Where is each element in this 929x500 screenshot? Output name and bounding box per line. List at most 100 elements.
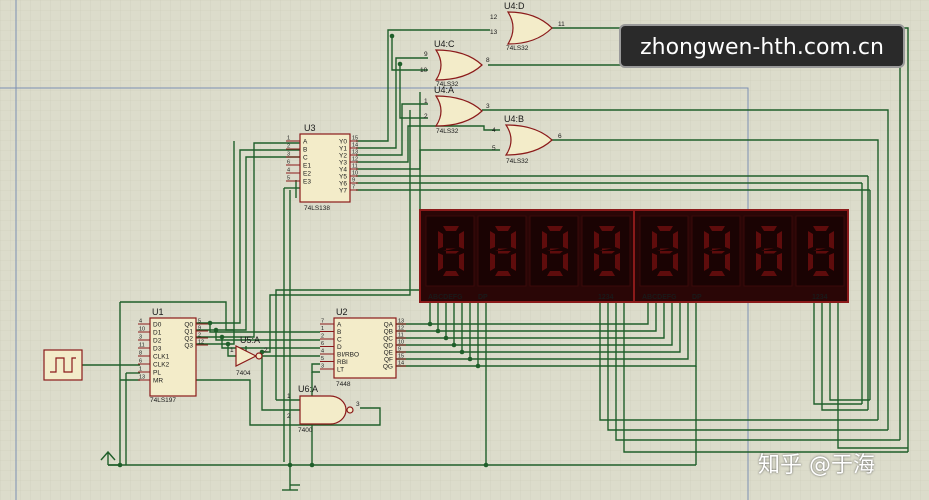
- display-segment: [459, 231, 464, 249]
- u3-pin-number: 6: [287, 160, 290, 166]
- display-segment: [495, 226, 511, 231]
- u3-pin-number: 14: [352, 143, 358, 149]
- u3-pin-label: Y5: [339, 174, 347, 181]
- u1-pin-number: 6: [139, 359, 142, 365]
- u2-pin-label: QA: [384, 322, 394, 329]
- display-segment: [709, 271, 725, 276]
- u2-pin-number: 6: [321, 341, 324, 347]
- gate-u4c-pin-out: 8: [486, 57, 490, 64]
- gate-u6a-pin-in-1: 1: [287, 393, 291, 400]
- display-segment: [777, 253, 782, 271]
- u3-pin-label: B: [303, 147, 307, 154]
- display-segment: [490, 231, 495, 249]
- display-segment: [547, 271, 563, 276]
- u3-pin-number: 7: [352, 185, 355, 191]
- chip-u3-part: 74LS138: [304, 205, 330, 212]
- gate-u4b-pin-in-2: 5: [492, 145, 496, 152]
- u3-pin-number: 2: [287, 144, 290, 150]
- gate-u4d[interactable]: U4:D 74LS32 12 13 11: [490, 1, 565, 52]
- gate-u4d-pin-out: 11: [558, 21, 565, 28]
- display-segment: [725, 231, 730, 249]
- display-segment-label: ABCDEFG: [642, 294, 677, 301]
- u3-pin-label: Y7: [339, 188, 347, 195]
- u1-pin-label: Q0: [184, 322, 193, 329]
- u2-pin-number: 12: [398, 326, 404, 332]
- u2-pin-number: 1: [321, 326, 324, 332]
- sheet-border: [0, 0, 749, 500]
- u3-pin-label: Y3: [339, 160, 347, 167]
- u2-pin-label: B: [337, 329, 341, 336]
- gate-u4b[interactable]: U4:B 74LS32 4 5 6: [492, 114, 562, 165]
- u3-pin-label: Y4: [339, 167, 347, 174]
- display-segment: [657, 271, 673, 276]
- u3-pin-number: 10: [352, 171, 358, 177]
- display-segment: [709, 226, 725, 231]
- gate-u4a[interactable]: U4:A 74LS32 1 2 3: [424, 85, 490, 135]
- u2-pin-number: 13: [398, 319, 404, 325]
- u2-pin-label: QF: [384, 357, 393, 364]
- display-segment: [777, 231, 782, 249]
- u2-pin-label: A: [337, 322, 342, 329]
- display-segment: [599, 271, 615, 276]
- display-segment: [547, 248, 563, 254]
- gate-u4c[interactable]: U4:C 74LS32 9 10 8: [420, 39, 490, 88]
- wires: [82, 27, 909, 486]
- u2-pin-number: 5: [321, 356, 324, 362]
- u2-pin-label: D: [337, 344, 342, 351]
- chip-u1-part: 74LS197: [150, 397, 176, 404]
- display-segment: [761, 248, 777, 254]
- author-credit: 知乎 @于海: [758, 453, 875, 478]
- gate-u4a-part: 74LS32: [436, 128, 459, 135]
- display-segment: [704, 253, 709, 271]
- u2-pin-label: QG: [383, 364, 393, 371]
- display-segment: [657, 248, 673, 254]
- gate-u4a-pin-in-2: 2: [424, 113, 428, 120]
- display-segment: [495, 248, 511, 254]
- gate-u5a[interactable]: U5:A 7404 1 2: [230, 335, 268, 377]
- u2-pin-number: 11: [398, 333, 404, 339]
- display-segment: [511, 231, 516, 249]
- u1-pin-number: 3: [139, 335, 142, 341]
- display-segment: [459, 253, 464, 271]
- display-segment: [495, 271, 511, 276]
- display-segment: [813, 226, 829, 231]
- display-segment: [673, 253, 678, 271]
- gate-u6a[interactable]: U6:A 7400 1 2 3: [287, 384, 360, 434]
- display-segment: [808, 253, 813, 271]
- chip-u3-name: U3: [304, 123, 316, 133]
- gate-u4d-pin-in-2: 13: [490, 29, 498, 36]
- u3-pin-label: E1: [303, 163, 311, 170]
- u1-pin-label: D0: [153, 322, 162, 329]
- u2-pin-number: 15: [398, 354, 404, 360]
- clock-source[interactable]: [43, 349, 83, 381]
- u1-pin-label: D1: [153, 330, 162, 337]
- display-segment: [547, 226, 563, 231]
- chip-u2-name: U2: [336, 307, 348, 317]
- u3-pin-number: 13: [352, 150, 358, 156]
- gate-u6a-name: U6:A: [298, 384, 318, 394]
- display-segment: [542, 231, 547, 249]
- u2-pin-number: 9: [398, 347, 401, 353]
- gate-u5a-pin-in: 1: [230, 347, 234, 354]
- u1-pin-number: 13: [139, 375, 145, 381]
- u1-pin-label: MR: [153, 378, 163, 385]
- u1-pin-label: D2: [153, 338, 162, 345]
- u1-pin-number: 12: [198, 340, 204, 346]
- display-segment: [438, 231, 443, 249]
- display-segment: [615, 253, 620, 271]
- u3-pin-number: 9: [352, 178, 355, 184]
- display-segment: [808, 231, 813, 249]
- ground-icon: [282, 485, 298, 491]
- u2-pin-number: 4: [321, 349, 324, 355]
- chip-u1[interactable]: U1 74LS197 D04D110D23D311CLK18CLK26PL1MR…: [138, 307, 208, 404]
- u3-pin-label: C: [303, 155, 308, 162]
